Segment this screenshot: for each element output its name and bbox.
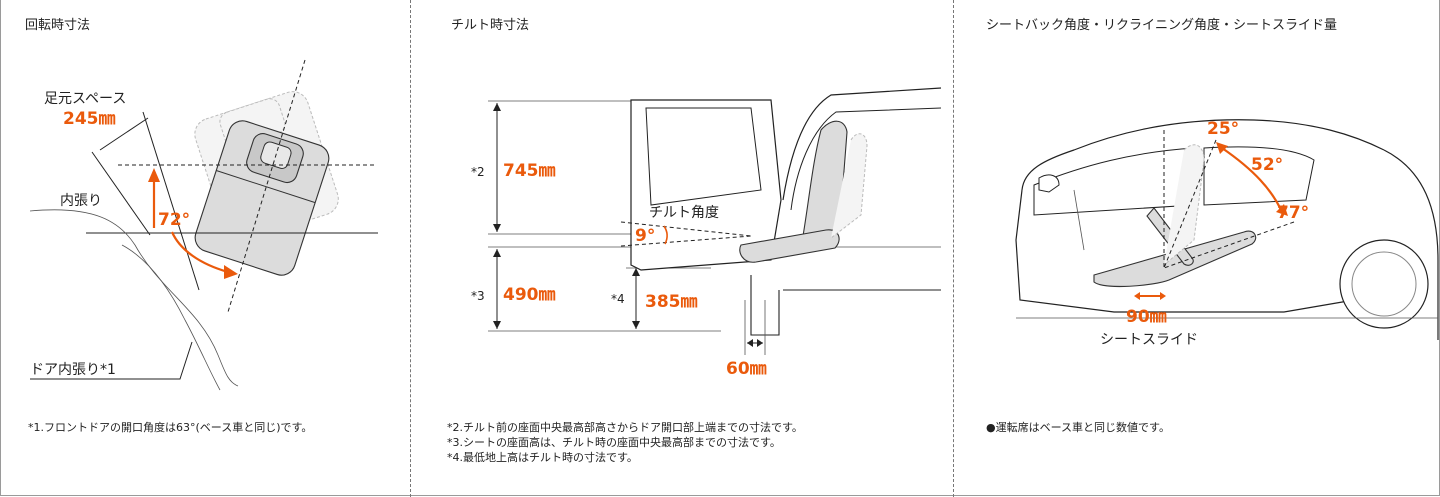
mirror-stay xyxy=(1073,189,1085,251)
tilt-note-1: *2.チルト前の座面中央最高部高さからドア開口部上端までの寸法です。 xyxy=(447,421,803,434)
seatback-angle-77: 77° xyxy=(1277,203,1309,223)
upright-seat-ghost xyxy=(1163,144,1205,266)
value-60: 60㎜ xyxy=(726,359,767,379)
seatback-angle-25: 25° xyxy=(1207,119,1239,139)
angle-arrowhead-down xyxy=(224,265,238,279)
rotation-title: 回転時寸法 xyxy=(25,18,91,33)
seatback-panel: シートバック角度・リクライニング角度・シートスライド量 25° 52° 77° xyxy=(954,0,1439,497)
slide-label: シートスライド xyxy=(1100,332,1198,348)
mark-4: *4 xyxy=(611,292,625,306)
mark-3: *3 xyxy=(471,289,485,303)
seatback-note: ●運転席はベース車と同じ数値です。 xyxy=(986,421,1170,434)
door-window xyxy=(645,107,762,206)
seatback-reference xyxy=(1163,139,1217,269)
rotation-diagram: 足元スペース 245㎜ 内張り 72° ドア内張り*1 xyxy=(29,59,378,391)
tilt-dashed-1 xyxy=(620,221,752,237)
rotation-panel: 回転時寸法 足元スペース 24 xyxy=(0,0,410,497)
tilt-angle-value: 9° xyxy=(635,226,655,246)
angle-arc-down xyxy=(170,231,229,274)
seatback-angle-52: 52° xyxy=(1251,155,1283,175)
car-roofline xyxy=(1021,119,1385,191)
value-745: 745㎜ xyxy=(503,161,556,181)
car-roof xyxy=(782,87,942,201)
value-490: 490㎜ xyxy=(503,285,556,305)
foot-space-arrow xyxy=(99,117,149,151)
inner-trim-label: 内張り xyxy=(60,193,102,209)
seat-rotated xyxy=(194,120,330,276)
rear-wheel xyxy=(1351,251,1417,317)
recline-arc xyxy=(1221,147,1284,213)
recline-reference xyxy=(1163,221,1295,269)
side-mirror xyxy=(1038,174,1060,193)
door-trim-curve-1 xyxy=(29,209,239,387)
seatback-title: シートバック角度・リクライニング角度・シートスライド量 xyxy=(986,18,1338,33)
recline-arrowhead-top xyxy=(1216,142,1228,154)
rotation-axis xyxy=(227,59,306,313)
tilt-dashed-2 xyxy=(620,235,752,247)
reclined-seat-cushion xyxy=(1093,230,1257,287)
rotation-angle-value: 72° xyxy=(158,210,190,230)
mark-2: *2 xyxy=(471,165,485,179)
slide-value: 90㎜ xyxy=(1126,307,1167,327)
tilt-diagram: *2 745㎜ *3 490㎜ *4 385㎜ チルト角度 9° 60㎜ xyxy=(471,87,942,379)
panel-divider-2 xyxy=(953,0,954,497)
panel-divider-1 xyxy=(410,0,411,497)
foot-space-line-1 xyxy=(142,111,200,291)
seatback-diagram: 25° 52° 77° 90㎜ シートスライド xyxy=(1015,119,1439,348)
angle-arrowhead-up xyxy=(148,168,160,182)
door-trim-leader xyxy=(30,341,193,380)
tilt-notes: *2.チルト前の座面中央最高部高さからドア開口部上端までの寸法です。 *3.シー… xyxy=(447,420,803,465)
recline-arrowhead-bottom xyxy=(1276,204,1288,216)
foot-space-value: 245㎜ xyxy=(63,109,116,129)
car-pillar xyxy=(790,107,942,211)
foot-space-line-2 xyxy=(91,151,151,236)
tilt-note-3: *4.最低地上高はチルト時の寸法です。 xyxy=(447,451,638,464)
door-trim-label: ドア内張り*1 xyxy=(30,362,116,378)
foot-space-label: 足元スペース xyxy=(44,91,126,107)
tilt-seat-ghost xyxy=(830,133,868,239)
tilt-title: チルト時寸法 xyxy=(451,18,530,33)
tilt-panel: チルト時寸法 xyxy=(411,0,953,497)
car-lower-body xyxy=(1015,189,1355,313)
tilt-note-2: *3.シートの座面高は、チルト時の座面中央最高部までの寸法です。 xyxy=(447,436,781,449)
rotation-note: *1.フロントドアの開口角度は63°(ベース車と同じ)です。 xyxy=(28,421,313,434)
tilt-angle-arc xyxy=(663,225,668,245)
car-rear xyxy=(1383,149,1439,340)
value-385: 385㎜ xyxy=(645,292,698,312)
tilt-angle-label: チルト角度 xyxy=(649,205,719,221)
door-trim-curve-2 xyxy=(121,244,221,391)
